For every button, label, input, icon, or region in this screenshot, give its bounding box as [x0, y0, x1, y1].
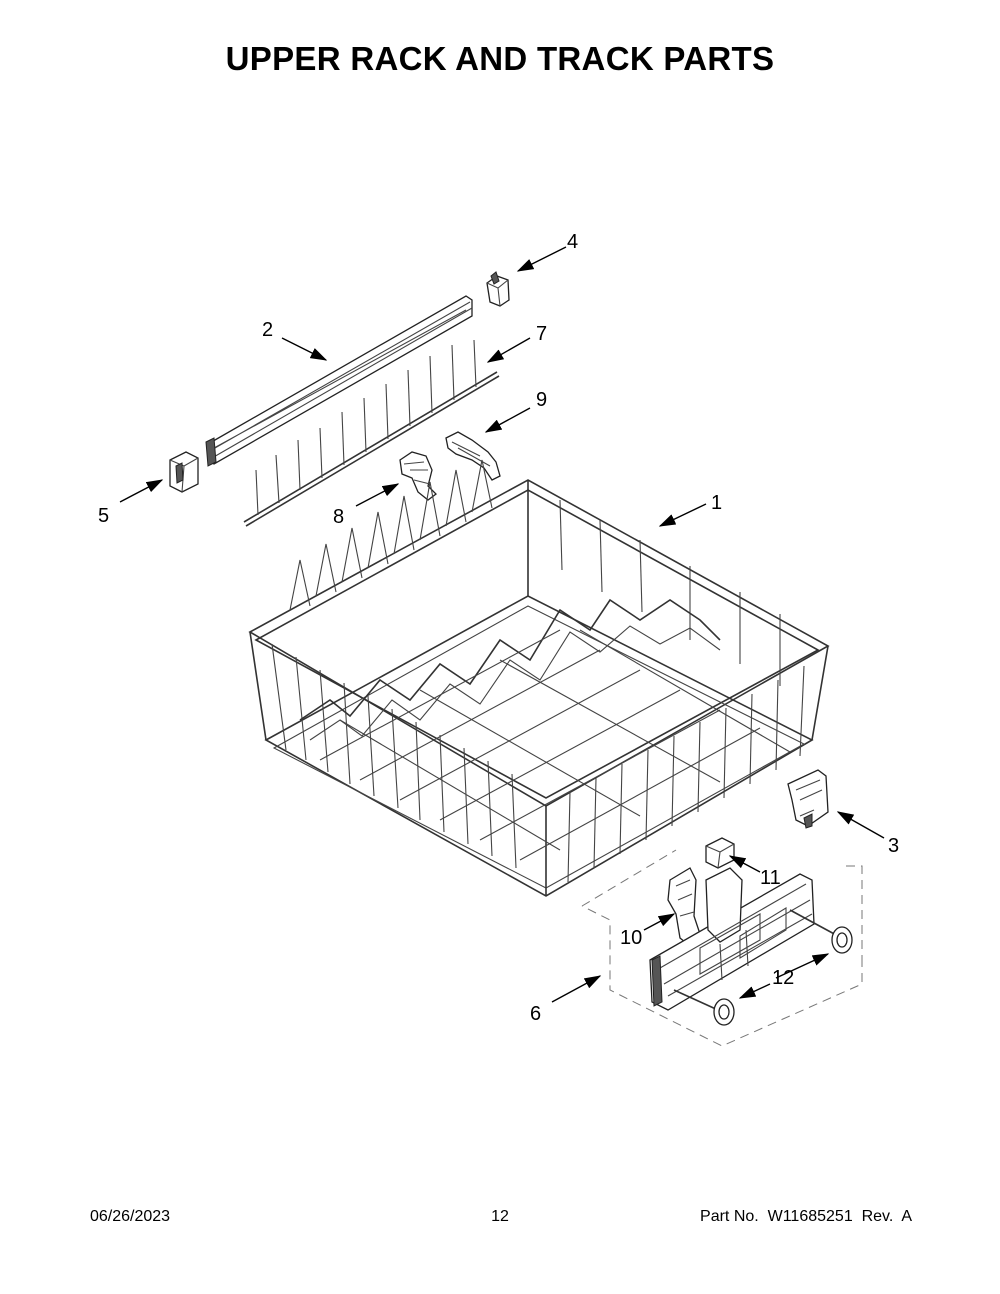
callout-2: 2 — [262, 319, 273, 341]
callout-4: 4 — [567, 231, 578, 253]
part-6-assembly-outline — [581, 849, 863, 1047]
leader-arrows — [119, 246, 885, 1003]
callout-3: 3 — [888, 835, 899, 857]
callout-7: 7 — [536, 323, 547, 345]
part-8-clip — [399, 451, 437, 501]
callout-6: 6 — [530, 1003, 541, 1025]
callout-12: 12 — [772, 967, 794, 989]
callout-9: 9 — [536, 389, 547, 411]
footer-date: 06/26/2023 — [90, 1208, 171, 1225]
callout-1: 1 — [711, 492, 722, 514]
part-5-rail-end-cap — [169, 451, 199, 493]
part-12-wheels — [673, 909, 853, 1026]
part-7-tine-row — [243, 339, 500, 527]
part-4-rail-end-cap — [486, 271, 510, 307]
callout-8: 8 — [333, 506, 344, 528]
callout-10: 10 — [620, 927, 642, 949]
callout-5: 5 — [98, 505, 109, 527]
page-title: UPPER RACK AND TRACK PARTS — [225, 40, 775, 77]
part-9-clip — [445, 431, 501, 481]
part-6-adjuster-body — [649, 867, 815, 1011]
part-11-adjuster-button — [705, 837, 735, 869]
footer-part-number: Part No. W11685251 Rev. A — [700, 1208, 912, 1225]
callout-11: 11 — [760, 867, 781, 889]
callout-labels: 4 2 7 9 5 8 1 3 11 10 6 12 — [98, 231, 899, 1025]
footer-page-number: 12 — [491, 1208, 509, 1225]
part-3-adjuster-cover — [787, 769, 829, 829]
part-2-rack-rail — [205, 295, 473, 467]
part-1-upper-rack — [248, 459, 830, 897]
